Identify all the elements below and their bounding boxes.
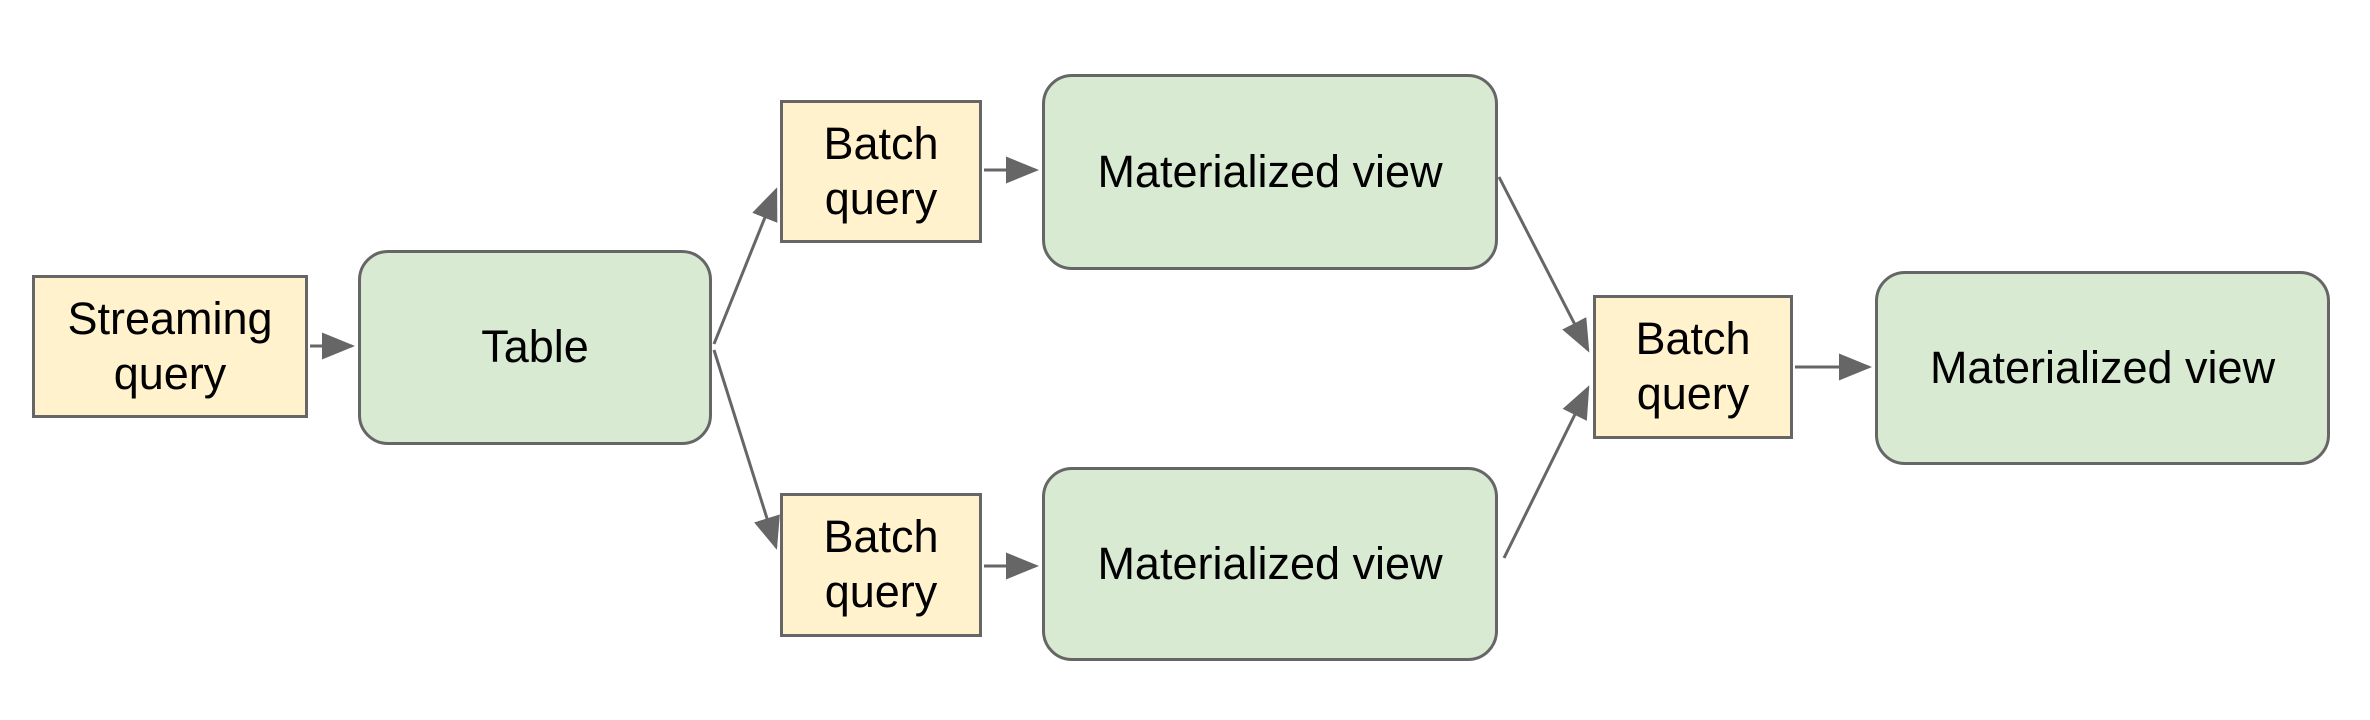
connector-materialized-view-top-to-batch-query-right bbox=[1497, 176, 1590, 353]
node-materialized-view-top: Materialized view bbox=[1042, 74, 1498, 270]
node-batch-query-bottom: Batch query bbox=[780, 493, 982, 637]
node-materialized-view-bottom: Materialized view bbox=[1042, 467, 1498, 661]
node-materialized-view-right: Materialized view bbox=[1875, 271, 2330, 465]
node-batch-query-right: Batch query bbox=[1593, 295, 1793, 439]
node-label: Batch query bbox=[823, 511, 939, 617]
node-label: Batch query bbox=[823, 117, 939, 224]
node-label: Materialized view bbox=[1097, 537, 1443, 589]
node-table: Table bbox=[358, 250, 712, 445]
node-label: Materialized view bbox=[1097, 145, 1443, 197]
node-streaming-query: Streaming query bbox=[32, 275, 308, 418]
connector-table-to-batch-query-top bbox=[712, 187, 778, 345]
connector-materialized-view-bottom-to-batch-query-right bbox=[1502, 385, 1590, 559]
connector-table-to-batch-query-bottom bbox=[712, 349, 780, 550]
node-batch-query-top: Batch query bbox=[780, 100, 982, 243]
node-label: Materialized view bbox=[1929, 341, 2276, 393]
node-label: Streaming query bbox=[67, 292, 273, 399]
node-label: Table bbox=[481, 321, 589, 373]
node-label: Batch query bbox=[1635, 313, 1751, 419]
